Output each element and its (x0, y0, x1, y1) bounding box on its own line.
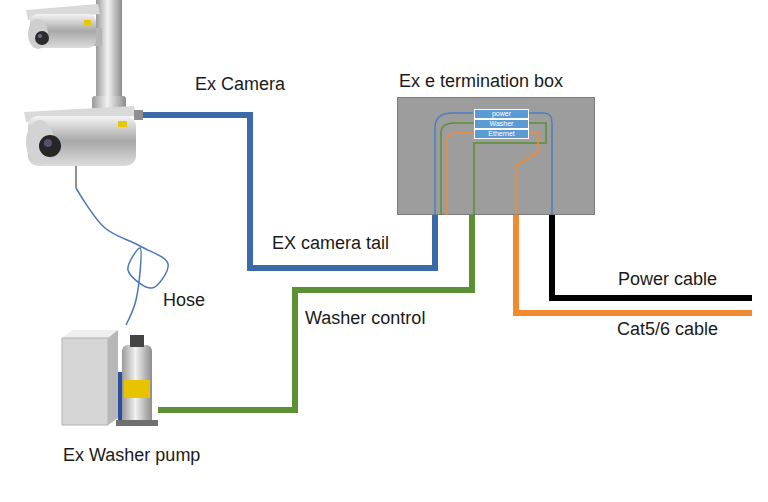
washer-pump-node: Ex Washer pump (58, 325, 158, 427)
terminal-label: Washer (475, 120, 528, 128)
terminal-label: Ethernet (475, 130, 528, 138)
power-cable (552, 215, 752, 298)
tank-cap (130, 335, 144, 347)
camera-front-face (28, 19, 48, 49)
node-heading: Ex Washer pump (63, 444, 200, 466)
ex-marking (84, 20, 91, 25)
internal-wire (528, 113, 552, 215)
hose-fitting (75, 166, 77, 188)
pump-base (116, 420, 158, 426)
cabinet-front (62, 338, 108, 425)
edge-label: Hose (163, 289, 205, 311)
terminal-block: power (474, 109, 529, 119)
edge-label: EX camera tail (272, 232, 389, 254)
edge-label: Washer control (305, 307, 425, 329)
camera-tail-cable (143, 115, 435, 268)
node-heading: Ex e termination box (399, 70, 563, 92)
lens-highlight (44, 139, 52, 147)
ex-marking (118, 121, 127, 127)
washer-control-cable (158, 215, 472, 410)
camera-pole (96, 0, 122, 110)
cabinet-side (108, 330, 118, 425)
lens-highlight (38, 34, 42, 38)
camera-lens (39, 135, 61, 157)
tank-bracket (118, 372, 122, 422)
node-heading: Ex Camera (195, 73, 285, 95)
terminal-block: Ethernet (474, 129, 529, 139)
internal-wire (516, 133, 538, 215)
internal-wire (441, 123, 473, 215)
terminal-label: power (475, 110, 528, 118)
tank-label (124, 380, 150, 398)
washer-tank (122, 345, 152, 425)
camera-lens (35, 31, 49, 45)
internal-wire (447, 133, 473, 215)
washer-hose (76, 188, 168, 325)
internal-wire (474, 123, 546, 215)
terminal-block: Washer (474, 119, 529, 129)
camera-node: Ex Camera (18, 2, 143, 190)
cable-gland (134, 110, 143, 120)
network-cable (516, 215, 752, 313)
termination-box: Ex e termination boxpowerWasherEthernet (397, 97, 595, 215)
cable-label: Cat5/6 cable (617, 318, 718, 340)
internal-wire (435, 113, 473, 215)
cable-label: Power cable (618, 268, 717, 290)
